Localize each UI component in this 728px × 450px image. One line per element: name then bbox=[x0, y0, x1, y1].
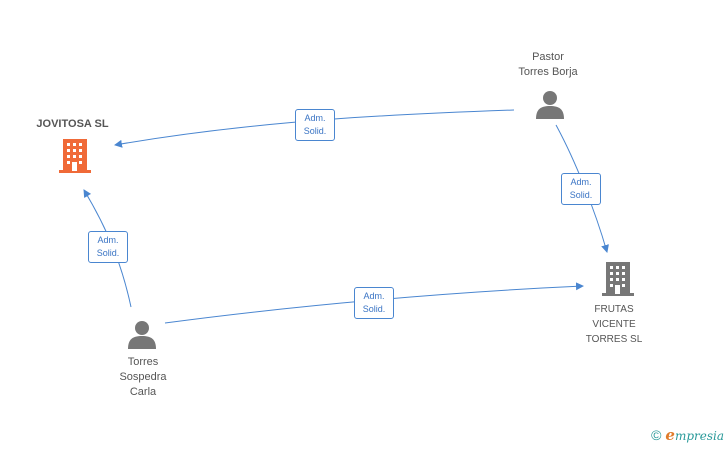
copyright-icon: © bbox=[651, 427, 662, 443]
node-label-pastor[interactable]: Pastor Torres Borja bbox=[518, 51, 578, 78]
edge-label-torres-frutas: Adm. Solid. bbox=[354, 287, 394, 319]
person-icon[interactable] bbox=[128, 321, 156, 349]
edge-label-pastor-jovitosa: Adm. Solid. bbox=[295, 109, 335, 141]
node-label-torres[interactable]: Torres Sospedra Carla bbox=[119, 356, 167, 398]
brand-logo: empresia bbox=[665, 426, 724, 444]
edge-label-pastor-frutas: Adm. Solid. bbox=[561, 173, 601, 205]
edge-label-torres-jovitosa: Adm. Solid. bbox=[88, 231, 128, 263]
building-icon[interactable] bbox=[59, 139, 91, 173]
node-label-frutas[interactable]: FRUTAS VICENTE TORRES SL bbox=[585, 304, 643, 345]
building-icon[interactable] bbox=[602, 262, 634, 296]
person-icon[interactable] bbox=[536, 91, 564, 119]
node-label-jovitosa[interactable]: JOVITOSA SL bbox=[36, 118, 109, 130]
footer-brand: © empresia bbox=[651, 426, 724, 444]
